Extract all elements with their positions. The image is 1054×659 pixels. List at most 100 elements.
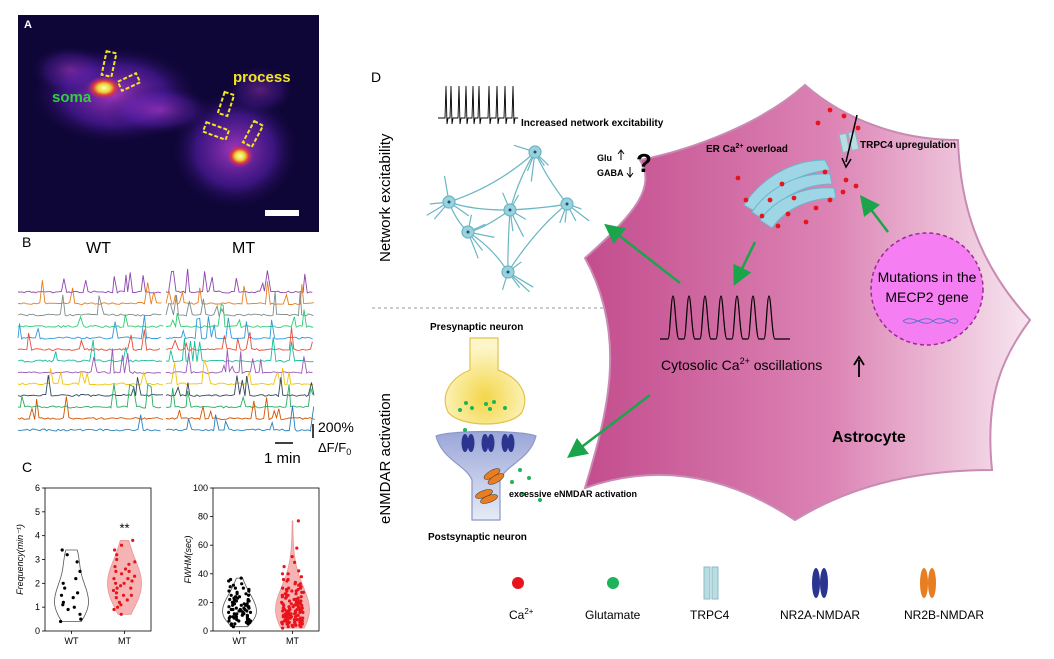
y-tick-label: 20 [198, 597, 208, 607]
calcium-trace [17, 374, 163, 397]
legend-label: NR2A-NMDAR [780, 608, 860, 622]
legend-swatch [920, 568, 928, 598]
soma-label: soma [52, 89, 92, 106]
data-point [296, 613, 300, 617]
data-point [280, 622, 284, 626]
vesicle-glutamate [458, 400, 507, 412]
data-point [239, 603, 243, 607]
data-point [295, 618, 299, 622]
calcium-ion [785, 211, 791, 217]
data-point [283, 615, 287, 619]
legend-swatch [820, 568, 828, 598]
data-point [111, 588, 116, 593]
data-point [289, 602, 293, 606]
calcium-ion [822, 169, 828, 175]
data-point [245, 613, 249, 617]
data-point [74, 577, 78, 581]
question-mark: ? [636, 148, 652, 178]
data-point [281, 626, 285, 630]
data-point [293, 612, 297, 616]
violin-wt [54, 549, 89, 622]
calcium-ion [813, 205, 819, 211]
data-point [295, 546, 299, 550]
legend-label: NR2B-NMDAR [904, 608, 984, 622]
data-point [234, 615, 238, 619]
calcium-ion [841, 113, 847, 119]
data-point [290, 623, 294, 627]
data-point [228, 585, 232, 589]
legend-label: TRPC4 [690, 608, 730, 622]
data-point [133, 574, 137, 578]
data-point [248, 610, 253, 615]
arrow-mecp2-to-trpc4 [859, 195, 889, 233]
calcium-trace [165, 281, 314, 306]
data-point [286, 572, 290, 576]
data-point [298, 623, 302, 627]
glu-gaba-arrows [617, 149, 634, 178]
y-tick-label: 60 [198, 540, 208, 550]
y-axis-label: Frequency(min⁻¹) [15, 524, 25, 595]
pathway-arrows [567, 195, 889, 459]
data-point [244, 620, 248, 625]
data-point [300, 590, 304, 595]
scale-y-unit-text: ΔF/F [318, 440, 346, 455]
data-point [228, 615, 232, 619]
excessive-enmdar-label: excessive eNMDAR activation [509, 489, 637, 499]
calcium-trace [165, 316, 313, 340]
y-tick-label: 3 [35, 555, 40, 565]
data-point [293, 560, 297, 565]
calcium-ion [791, 195, 797, 201]
data-point [287, 586, 291, 590]
legend-swatch [812, 568, 820, 598]
calcium-ion [775, 223, 781, 229]
calcium-trace [17, 368, 164, 386]
cytosolic-oscillation-trace [660, 295, 790, 340]
data-point [61, 603, 65, 607]
data-point [227, 610, 231, 615]
y-tick-label: 0 [35, 626, 40, 636]
cytosolic-text: Cytosolic Ca [661, 357, 740, 373]
data-point [298, 616, 302, 620]
calcium-trace [17, 280, 162, 305]
data-point [299, 599, 303, 603]
nr2a-receptors [461, 434, 515, 452]
x-tick-label: WT [233, 636, 247, 646]
data-point [119, 543, 124, 547]
data-point [300, 622, 304, 626]
postsynaptic-label: Postsynaptic neuron [428, 532, 527, 543]
data-point [129, 586, 133, 590]
calcium-ion [735, 175, 741, 181]
calcium-trace [17, 294, 162, 317]
er-text: ER Ca [706, 144, 736, 155]
data-point [290, 555, 294, 559]
data-point [280, 600, 284, 605]
process-label: process [233, 69, 291, 86]
data-point [61, 600, 65, 605]
er-overload-label: ER Ca2+ overload [706, 143, 788, 155]
glu-label: Glu [597, 153, 612, 163]
data-point [66, 607, 70, 612]
data-point [232, 612, 236, 616]
data-point [281, 577, 286, 582]
calcium-ion [779, 181, 785, 187]
y-tick-label: 0 [203, 626, 208, 636]
er-suffix: overload [743, 144, 787, 155]
calcium-trace [165, 268, 313, 294]
arrow-to-enmdar [567, 394, 651, 459]
data-point [229, 577, 233, 582]
data-point [290, 589, 294, 593]
data-point [232, 596, 236, 600]
mt-trace-title: MT [232, 240, 255, 257]
calcium-trace [17, 272, 162, 294]
data-point [247, 593, 251, 597]
data-point [286, 577, 290, 582]
panel-a-letter: A [24, 19, 32, 31]
data-point [247, 587, 251, 592]
data-point [63, 586, 67, 590]
data-point [65, 553, 69, 557]
data-point [299, 575, 303, 579]
y-tick-label: 80 [198, 512, 208, 522]
nr2b-receptors [475, 468, 505, 504]
mecp2-circle [870, 232, 984, 346]
